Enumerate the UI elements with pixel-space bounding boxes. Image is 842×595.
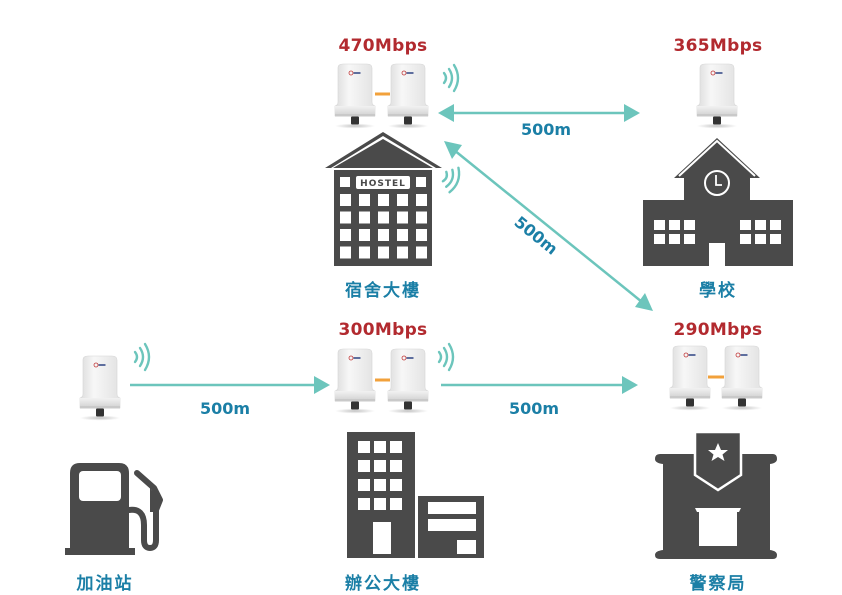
arrowhead-right (624, 104, 640, 122)
window (390, 441, 402, 453)
place-label-police: 警察局 (689, 574, 747, 594)
link-office-police (441, 376, 638, 394)
window (359, 229, 370, 241)
window (358, 441, 370, 453)
speed-label-dorm: 470Mbps (338, 36, 428, 56)
radio-unit (387, 63, 429, 129)
window (397, 194, 408, 206)
police-station-icon (655, 430, 777, 559)
wifi-wave-icon (438, 163, 464, 195)
window (378, 211, 389, 224)
speed-label-school: 365Mbps (673, 36, 763, 56)
speed-label-office: 300Mbps (338, 320, 428, 340)
arrowhead-left (438, 104, 454, 122)
place-label-dorm: 宿舍大樓 (345, 281, 421, 301)
window (390, 498, 402, 510)
radio-unit-school (696, 63, 738, 129)
window (340, 194, 351, 206)
arrowhead-right (314, 376, 330, 394)
window (416, 194, 427, 206)
radio-unit (721, 345, 763, 411)
window (358, 460, 370, 472)
arrowhead-downright (635, 293, 653, 311)
window (397, 229, 408, 241)
window (358, 479, 370, 491)
window (397, 211, 408, 224)
window (340, 211, 351, 224)
place-label-school: 學校 (699, 281, 737, 301)
window (416, 229, 427, 241)
wifi-wave-icon (442, 63, 460, 93)
speed-label-police: 290Mbps (673, 320, 763, 340)
window (416, 211, 427, 224)
window (359, 246, 370, 259)
school-building-icon (643, 138, 793, 266)
window (378, 229, 389, 241)
hostel-building-icon: HOSTEL (325, 132, 442, 266)
window (374, 460, 386, 472)
window (359, 211, 370, 224)
radio-pair-office (334, 348, 429, 414)
distance-label-dorm-school: 500m (520, 120, 572, 139)
radio-unit (387, 348, 429, 414)
wifi-wave-icon (437, 342, 455, 372)
arrowhead-right (622, 376, 638, 394)
radio-unit (334, 63, 376, 129)
radio-unit (669, 345, 711, 411)
window (340, 229, 351, 241)
radio-pair-police (669, 345, 763, 411)
office-building-icon (347, 432, 484, 558)
window (374, 441, 386, 453)
star-icon (708, 443, 728, 461)
window (374, 479, 386, 491)
arrowhead-upleft (444, 141, 462, 159)
window (340, 246, 351, 259)
window (390, 460, 402, 472)
link-gas-office (130, 376, 330, 394)
distance-label-office-police: 500m (508, 399, 560, 418)
hostel-sign: HOSTEL (360, 179, 406, 189)
radio-unit (334, 348, 376, 414)
gas-pump-icon (65, 463, 163, 555)
window (359, 194, 370, 206)
window (378, 194, 389, 206)
place-label-gas: 加油站 (76, 574, 134, 594)
wifi-wave-icon (133, 342, 151, 372)
window (416, 246, 427, 259)
window (390, 479, 402, 491)
place-label-office: 辦公大樓 (345, 574, 421, 594)
window (374, 498, 386, 510)
window (358, 498, 370, 510)
link-dorm-school (438, 104, 640, 122)
radio-unit-gas (79, 355, 121, 421)
distance-label-gas-office: 500m (199, 399, 251, 418)
link-dorm-police (444, 141, 653, 311)
window (397, 246, 408, 259)
radio-pair-dorm (334, 63, 429, 129)
window (378, 246, 389, 259)
